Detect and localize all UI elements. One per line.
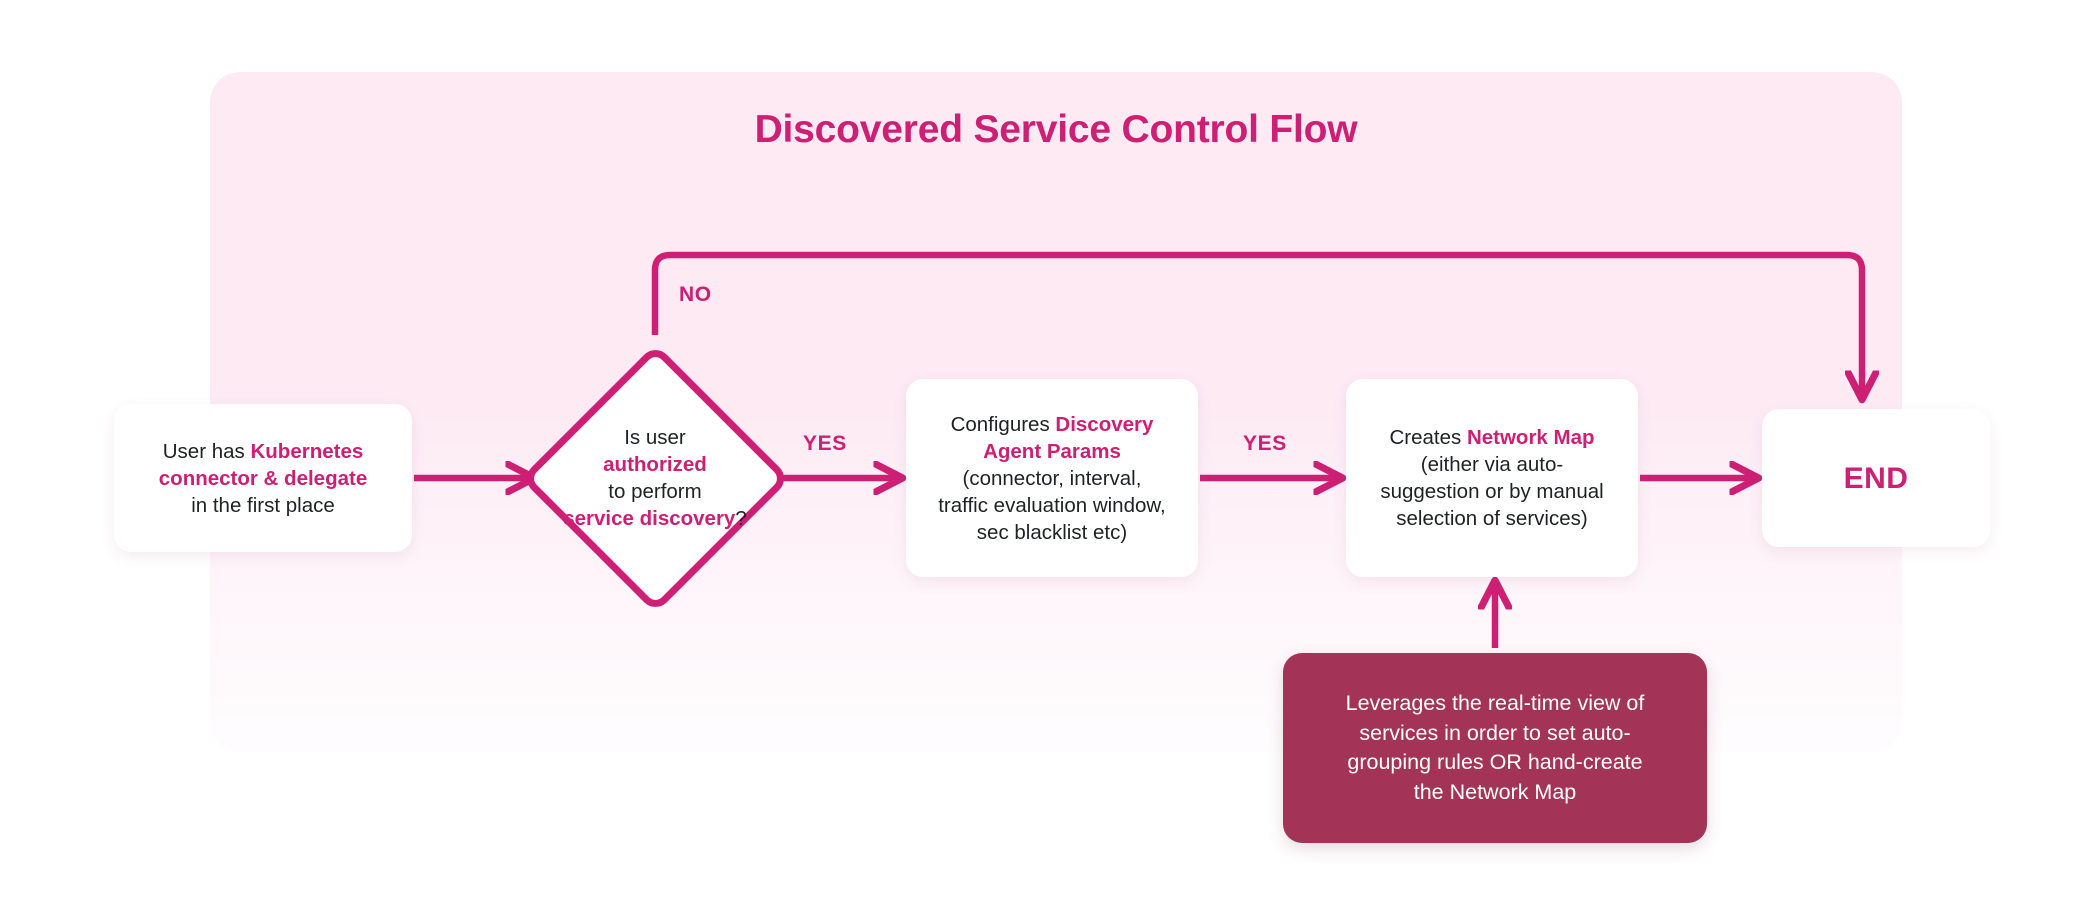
node-networkmap-line-1-plain: Creates [1389, 426, 1467, 449]
node-decision-line-4-plain: ? [735, 507, 747, 530]
node-decision-label: Is user authorized to perform service di… [520, 343, 790, 613]
node-networkmap-line-2-plain: (either via auto- [1420, 453, 1564, 476]
node-configure[interactable]: Configures Discovery Agent Params (conne… [906, 379, 1198, 577]
node-decision-line-4-emph: service discovery [563, 507, 736, 530]
node-end-label: END [1843, 461, 1909, 495]
node-networkmap-line-4-plain: selection of services) [1396, 507, 1588, 530]
node-start-label: User has Kubernetes connector & delegate… [145, 438, 381, 519]
node-configure-line-5-plain: sec blacklist etc) [976, 520, 1128, 544]
node-networkmap-label: Creates Network Map (either via auto- su… [1366, 424, 1617, 532]
node-networkmap-line-1-emph: Network Map [1466, 426, 1595, 449]
edge-label-yes-2: YES [1243, 432, 1287, 455]
node-decision-line-2-emph: authorized [603, 453, 707, 476]
node-configure-line-2-emph: Agent Params [983, 439, 1121, 463]
node-configure-line-3-plain: (connector, interval, [962, 466, 1142, 490]
node-configure-line-4-plain: traffic evaluation window, [938, 493, 1166, 517]
edge-label-yes-1: YES [803, 432, 847, 455]
node-start-line-3-plain: in the first place [191, 493, 335, 517]
node-networkmap[interactable]: Creates Network Map (either via auto- su… [1346, 379, 1638, 577]
node-configure-line-1-plain: Configures [950, 412, 1056, 436]
node-start-line-2-emph: connector & delegate [158, 466, 368, 490]
node-end[interactable]: END [1762, 409, 1990, 547]
node-networkmap-line-3-plain: suggestion or by manual [1380, 480, 1604, 503]
node-decision-line-3-plain: to perform [608, 480, 702, 503]
node-decision[interactable]: Is user authorized to perform service di… [519, 342, 791, 614]
node-start-line-1-plain: User has [162, 439, 251, 463]
annotation-note-line-3: grouping rules OR hand-create [1347, 750, 1643, 774]
node-configure-line-1-emph: Discovery [1055, 412, 1154, 436]
node-configure-label: Configures Discovery Agent Params (conne… [924, 411, 1180, 546]
annotation-note-line-4: the Network Map [1413, 779, 1577, 804]
node-decision-line-1-plain: Is user [624, 426, 686, 449]
edge-label-no: NO [679, 283, 712, 306]
annotation-note-label: Leverages the real-time view of services… [1324, 689, 1667, 807]
page-title: Discovered Service Control Flow [754, 108, 1358, 151]
annotation-note-line-2: services in order to set auto- [1359, 720, 1631, 745]
node-start[interactable]: User has Kubernetes connector & delegate… [114, 404, 412, 552]
annotation-note-line-1: Leverages the real-time view of [1345, 691, 1645, 715]
node-start-line-1-emph: Kubernetes [250, 439, 364, 463]
annotation-note: Leverages the real-time view of services… [1283, 653, 1707, 843]
